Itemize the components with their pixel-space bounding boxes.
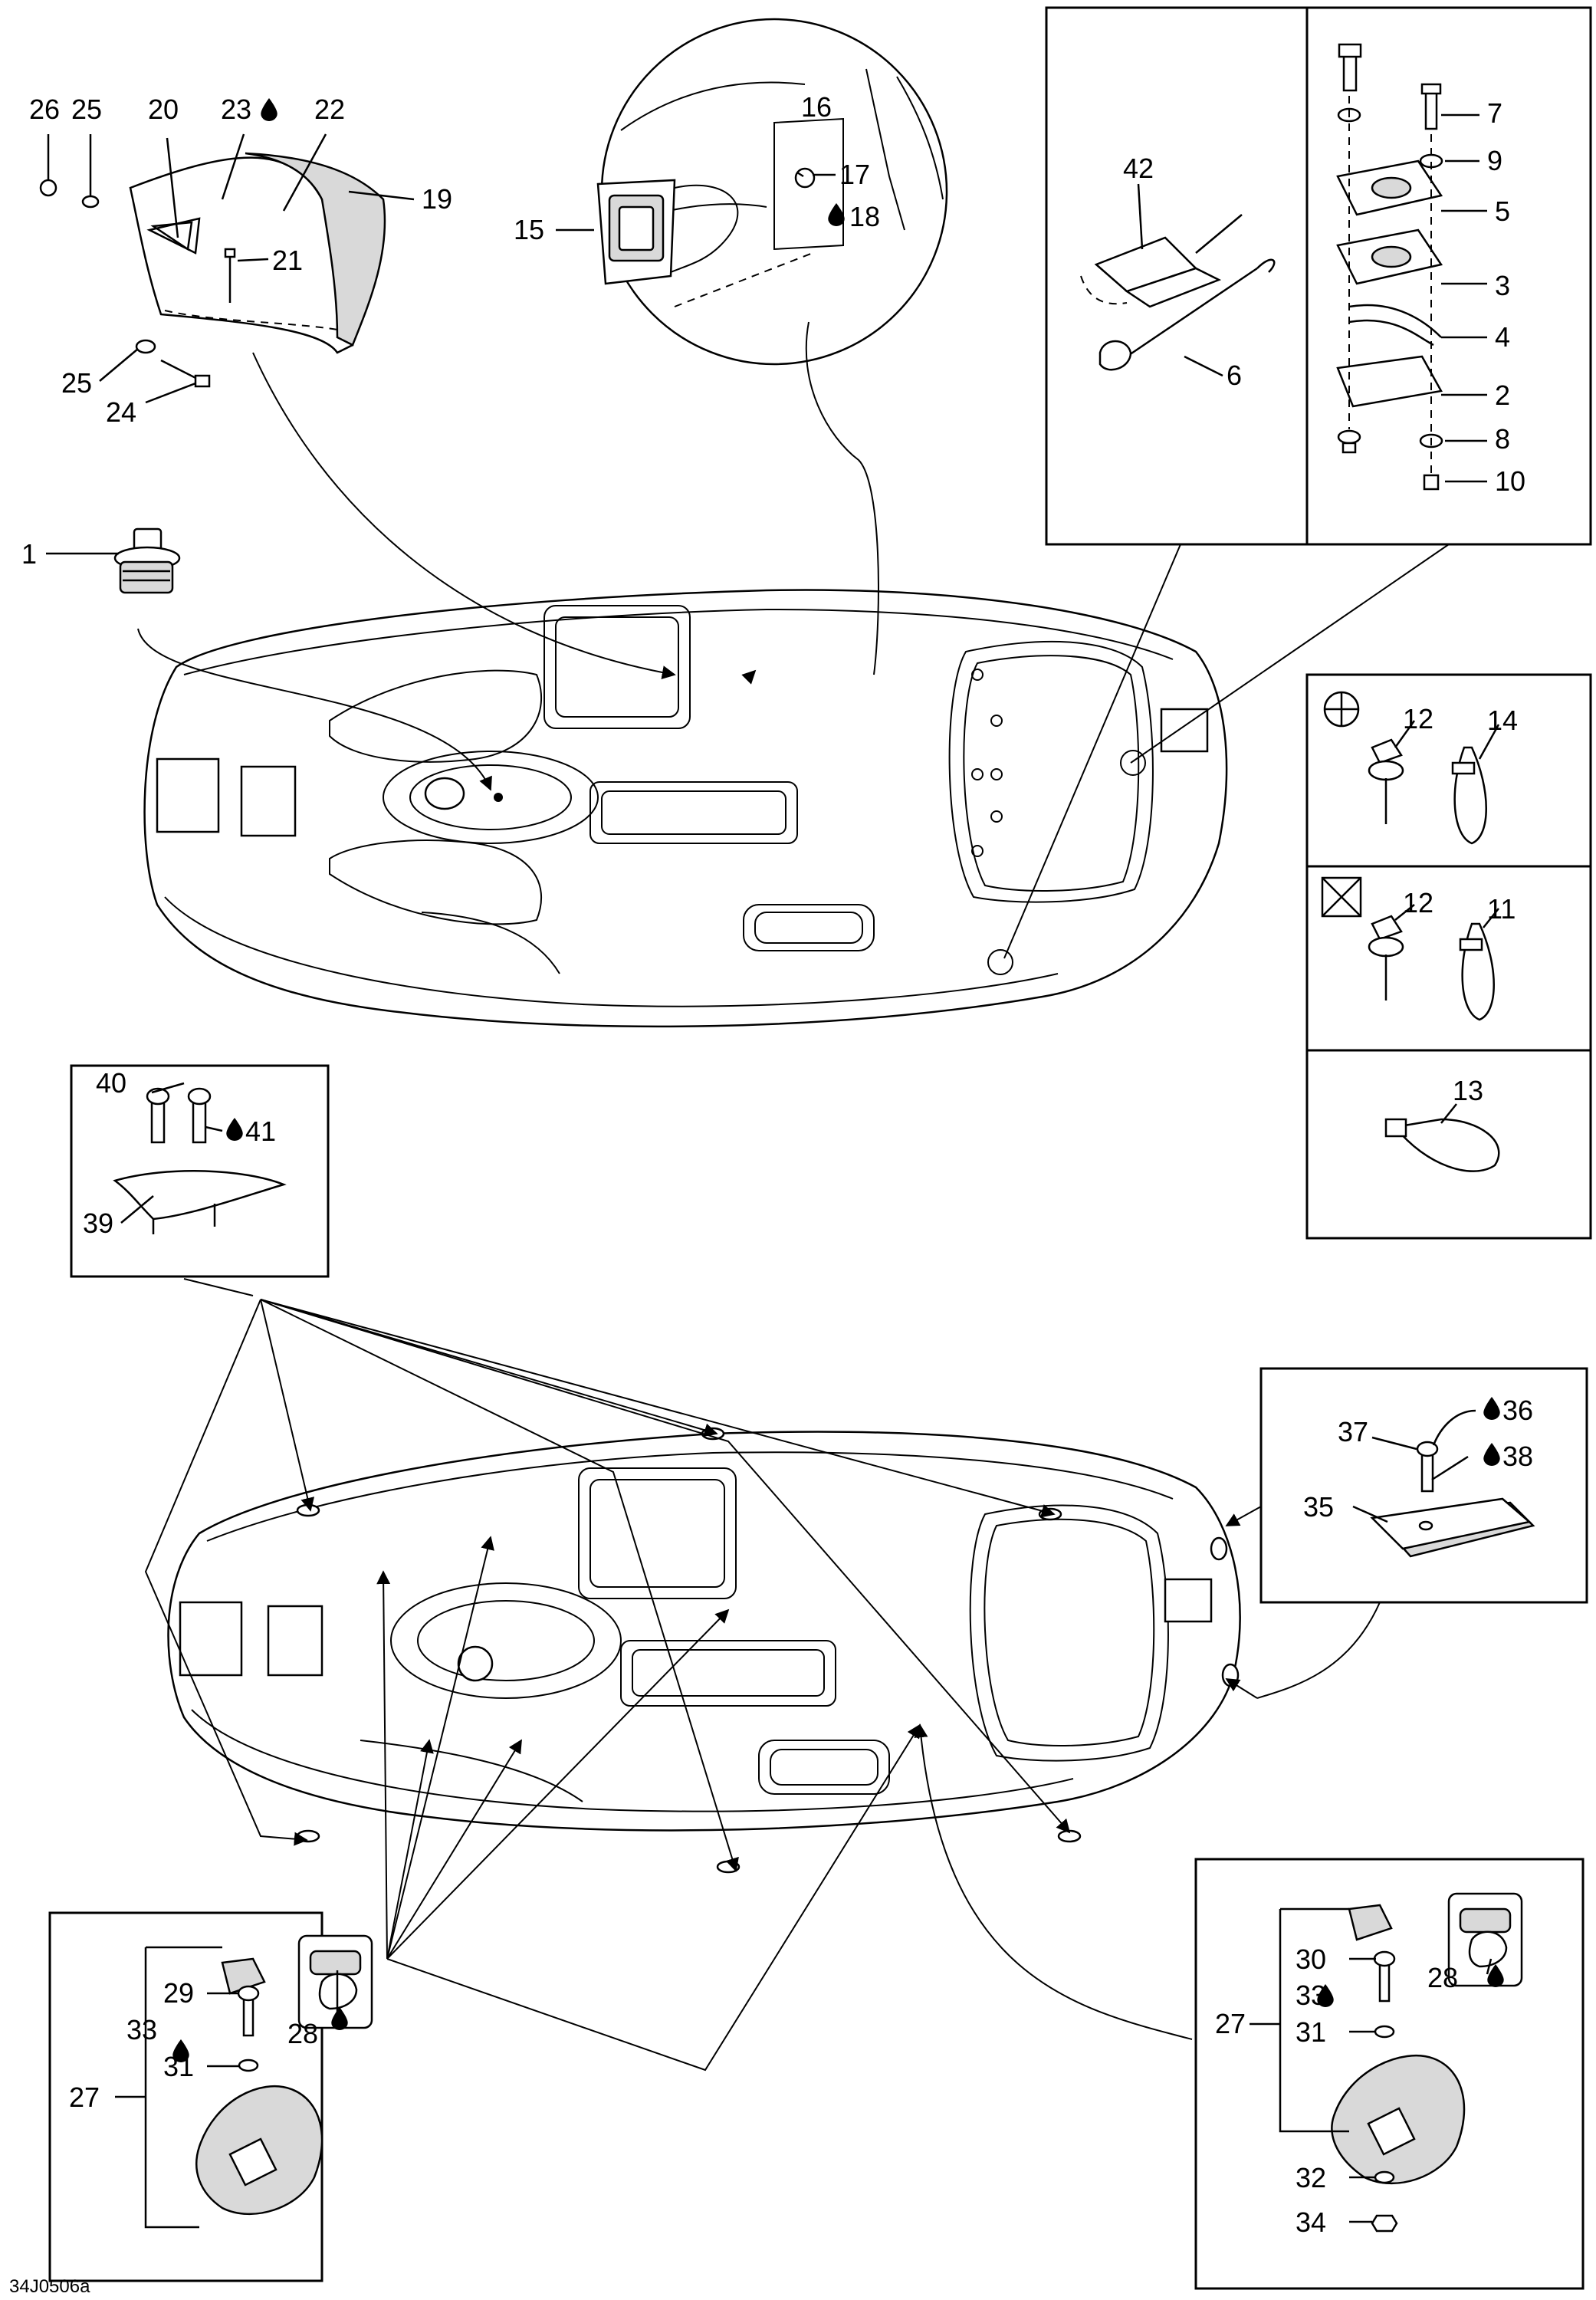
callout-26: 26	[29, 94, 60, 125]
callout-37: 37	[1338, 1416, 1368, 1447]
callout-36: 36	[1502, 1395, 1533, 1426]
callout-27-a: 27	[69, 2082, 100, 2113]
callout-21: 21	[272, 245, 303, 276]
box-latch-assembly	[1130, 6, 1592, 764]
callout-38: 38	[1502, 1441, 1533, 1472]
callout-16: 16	[801, 91, 832, 123]
callout-5: 5	[1495, 196, 1510, 227]
callout-12-b: 12	[1403, 887, 1433, 918]
lower-hull	[167, 1427, 1241, 1874]
callout-41: 41	[245, 1116, 276, 1147]
callout-23: 23	[221, 94, 251, 125]
magnified-detail-circle	[596, 18, 948, 675]
callout-3: 3	[1495, 270, 1510, 301]
box-release-cable	[1003, 6, 1309, 959]
box-bumper	[1256, 1367, 1588, 1699]
callout-2: 2	[1495, 380, 1510, 411]
callout-31-b: 31	[1296, 2016, 1326, 2048]
callout-8: 8	[1495, 423, 1510, 455]
callout-25-b: 25	[61, 367, 92, 399]
callout-10: 10	[1495, 465, 1525, 497]
callout-42: 42	[1123, 153, 1154, 184]
callout-31-a: 31	[163, 2051, 194, 2082]
x-box-symbol	[1321, 876, 1362, 918]
callout-22: 22	[314, 94, 345, 125]
callout-14: 14	[1487, 705, 1518, 736]
callout-33-a: 33	[126, 2014, 157, 2045]
callout-29: 29	[163, 1977, 194, 2009]
callout-40: 40	[96, 1067, 126, 1099]
callout-28-b: 28	[1427, 1962, 1458, 1993]
callout-25-a: 25	[71, 94, 102, 125]
callout-30: 30	[1296, 1944, 1326, 1975]
callout-6: 6	[1227, 360, 1242, 391]
box-fasteners	[1305, 673, 1592, 1240]
drop-icon	[828, 203, 845, 226]
box-cleat	[70, 1064, 330, 1278]
callout-13: 13	[1453, 1075, 1483, 1106]
callout-17: 17	[839, 159, 870, 190]
callout-18: 18	[849, 201, 880, 232]
callout-1: 1	[21, 538, 37, 570]
box-hatch-latch-left	[48, 1911, 373, 2282]
connector-arrows	[137, 352, 1262, 2072]
callout-12-a: 12	[1403, 703, 1433, 734]
callout-24: 24	[106, 396, 136, 428]
callout-27-b: 27	[1215, 2008, 1246, 2039]
callout-33-b: 33	[1296, 1980, 1326, 2011]
callout-19: 19	[422, 183, 452, 215]
callout-35: 35	[1303, 1491, 1334, 1523]
callout-4: 4	[1495, 321, 1510, 353]
drain-plug-part	[113, 527, 181, 594]
callout-32: 32	[1296, 2162, 1326, 2193]
storage-cover-assembly	[39, 152, 386, 388]
drop-icon	[261, 98, 277, 121]
callout-15: 15	[514, 214, 544, 245]
upper-hull	[143, 589, 1228, 1028]
cross-symbol	[1323, 691, 1360, 728]
image-code: 34J0506a	[9, 2276, 90, 2297]
leader-lines	[46, 113, 1500, 2229]
callout-34: 34	[1296, 2206, 1326, 2238]
callout-11: 11	[1487, 893, 1516, 925]
box-hatch-latch-right	[1194, 1858, 1585, 2290]
callout-9: 9	[1487, 145, 1502, 176]
callout-labels: 1 2 3 4 5 6 7 8 9 10 11 12 12 13 14 15 1…	[9, 91, 1533, 2297]
callout-20: 20	[148, 94, 179, 125]
callout-28-a: 28	[287, 2018, 318, 2049]
cross-fasteners-group	[971, 669, 1003, 857]
callout-7: 7	[1487, 97, 1502, 129]
callout-39: 39	[83, 1208, 113, 1239]
